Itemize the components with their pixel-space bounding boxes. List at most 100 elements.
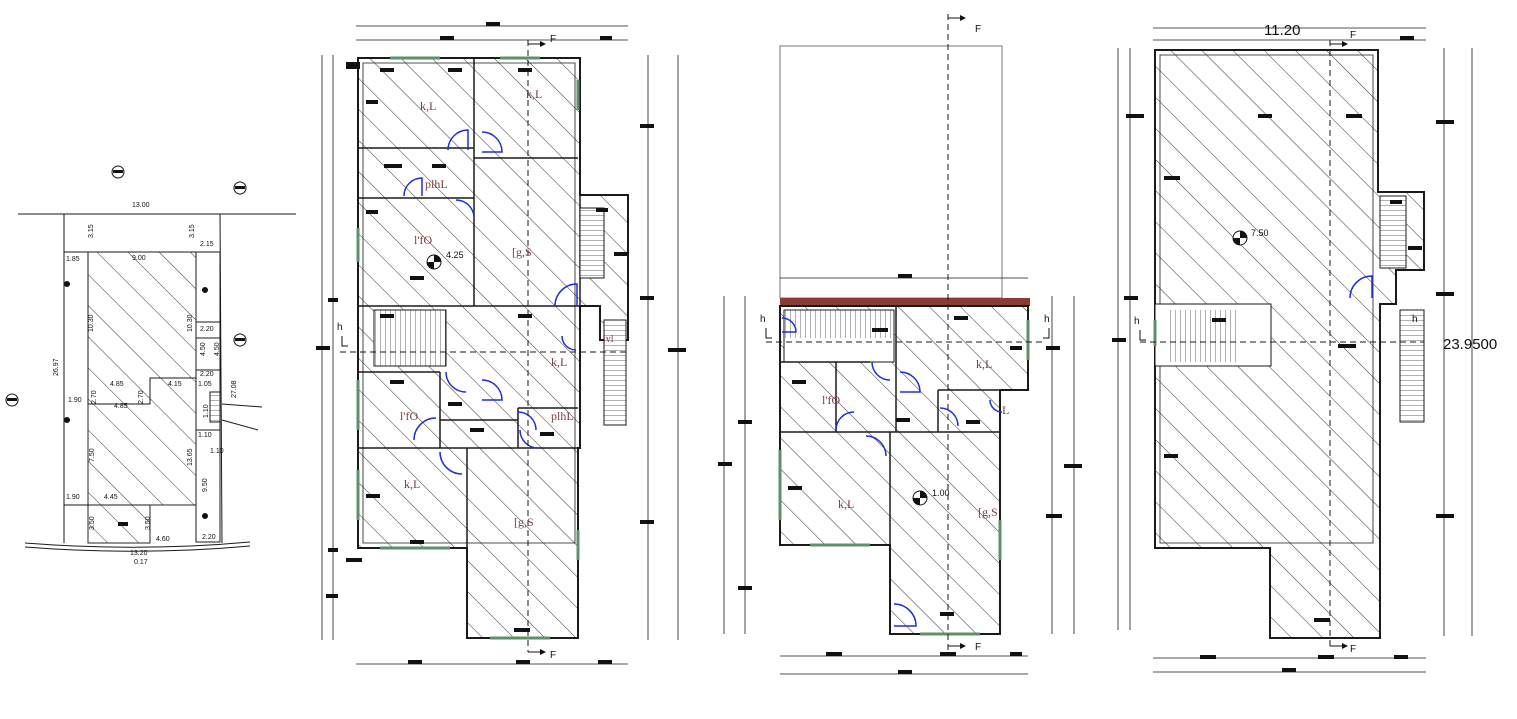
gf-room-living-2: [g,S [514,515,534,529]
ff-door [989,399,1003,413]
ff-stair-treads [784,310,894,338]
gf-room-living: [g,S [512,245,532,259]
ff-tag [1046,514,1062,518]
roof-width-dim: 11.20 [1264,22,1300,39]
gf-tag [470,428,484,432]
ff-door [939,407,959,427]
site-dim-9-00: 9.00 [132,255,146,262]
gf-tag [366,100,378,104]
roof-tag [1282,668,1296,672]
gf-level-marker [426,254,442,270]
roof-tag [1318,655,1334,659]
gf-tag [540,432,554,436]
roof-inner-line [1159,54,1374,544]
roof-height-dim: 23.9500 [1443,336,1497,353]
site-circle-marker [233,181,247,195]
gf-tag [346,558,362,562]
site-dim-1-10-b: 1.10 [198,432,212,439]
ff-section-f-label-top: F [975,24,981,35]
ff-section-h-arrow [765,328,772,339]
gf-door [439,451,463,475]
site-dim-4-50-a: 4.50 [200,342,207,356]
site-dim-10-30-right: 10.30 [187,314,194,332]
gf-tag [380,314,394,318]
gf-stair-outer-treads [604,320,626,425]
ff-room-kitchen-low: k,L [838,497,854,511]
site-circle-marker [233,333,247,347]
ff-tag [896,418,910,422]
site-dim-2-70-a: 2.70 [91,390,98,404]
site-dim-13-00: 13.00 [132,202,150,209]
gf-arrow-head [540,649,546,655]
site-dim-2-20-c: 2.20 [202,534,216,541]
gf-door [561,335,577,351]
ff-door [865,435,887,457]
gf-tag [440,36,454,40]
gf-tag [366,210,378,214]
site-dim-2-20-a: 2.20 [200,326,214,333]
ff-room-living: [g,S [978,505,998,519]
site-dim-1-05: 1.05 [198,381,212,388]
ff-level-text: 1.00 [932,488,950,498]
roof-tag [1112,338,1126,342]
site-dim-3-15-right: 3.15 [189,224,196,238]
site-dim-13-20: 13.20 [130,550,148,557]
site-dim-2-15: 2.15 [200,241,214,248]
gf-tag [596,208,608,212]
roof-tag [1164,454,1178,458]
site-tag [118,522,128,526]
gf-tag [448,68,462,72]
ff-tag [966,420,980,424]
site-plan-markers [5,165,247,526]
gf-door [445,371,467,393]
gf-tag [380,68,394,72]
ground-floor-plan: F F h 4.25 k,L k,L plhL l'fO [g,S k,L l'… [316,22,686,665]
ff-tag [792,380,806,384]
gf-room-kitchen-mid: k,L [551,355,567,369]
ff-room-toilet-tag: L [1002,403,1009,417]
gf-tag [328,298,338,302]
site-dim-1-90-b: 1.90 [66,494,80,501]
ff-section-h-label-left: h [760,314,766,325]
ff-door [871,361,891,381]
ff-tag [788,486,802,490]
gf-tag [384,164,402,168]
roof-level-text: 7.50 [1251,228,1269,238]
roof-tag [1126,114,1144,118]
roof-tag [1124,296,1138,300]
roof-tag [1436,514,1454,518]
ff-tag [1064,464,1082,468]
site-dim-4-85-a: 4.85 [110,381,124,388]
gf-door [519,429,539,449]
site-dim-1-85: 1.85 [66,256,80,263]
site-side-line [221,403,263,408]
roof-tag [1400,36,1414,40]
roof-tag [1436,292,1454,296]
gf-tag [432,164,446,168]
gf-tag [408,660,422,664]
ff-section-f-label-bottom: F [975,642,981,653]
gf-tag [640,124,654,128]
ff-arrow-head [960,643,966,649]
ff-open-below [779,45,1003,299]
site-circle-marker [5,393,19,407]
gf-tag [316,346,330,350]
roof-tag [1390,200,1402,204]
ff-tag [1046,346,1060,350]
roof-tag [1212,318,1226,322]
site-dim-27-08: 27.08 [231,380,238,398]
gf-section-f-label-top: F [550,34,556,45]
ff-tag [718,462,732,466]
site-dim-1-10-c: 1.10 [210,448,224,455]
site-dim-9-50: 9.50 [202,478,209,492]
roof-door [1349,275,1373,299]
roof-tag [1408,246,1422,250]
gf-tag [640,520,654,524]
gf-tag [668,348,686,352]
ff-door [893,603,917,627]
gf-section-h-label: h [337,322,343,333]
roof-section-h-label-left: h [1134,316,1140,327]
site-point [64,281,70,287]
site-point [64,417,70,423]
gf-tag [390,380,404,384]
